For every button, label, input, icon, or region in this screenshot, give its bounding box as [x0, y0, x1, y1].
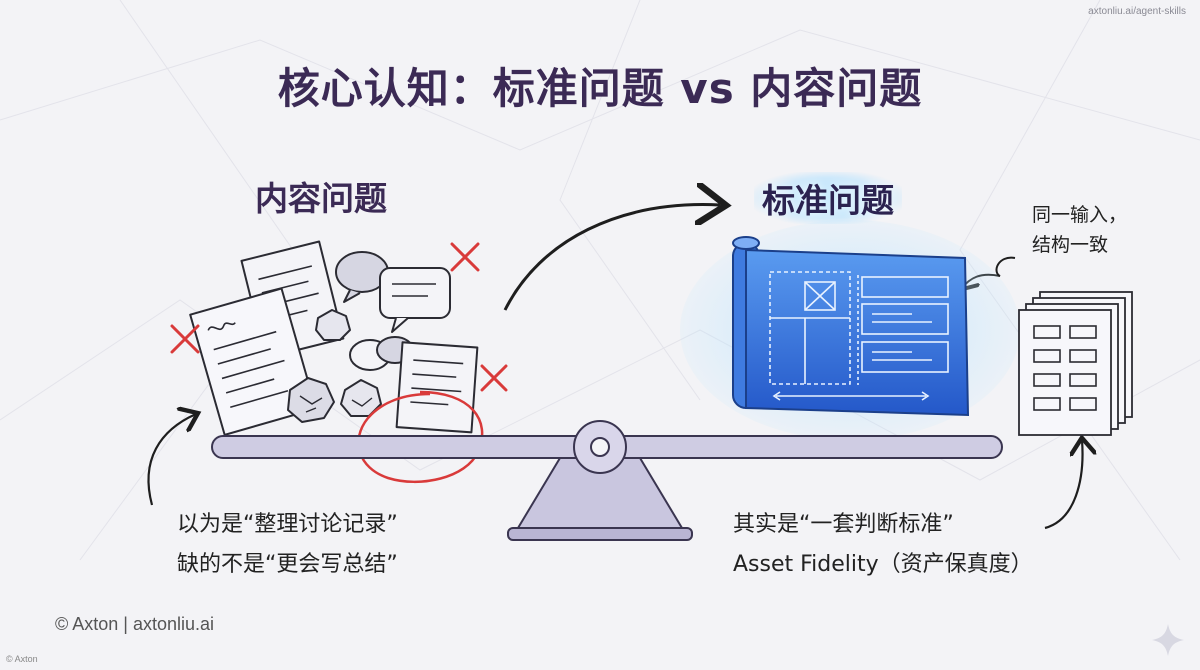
speech-bubble-icon: [335, 251, 389, 303]
speech-bubble-icon: [379, 267, 451, 333]
content-problem-heading: 内容问题: [255, 179, 387, 218]
right-caption-line: Asset Fidelity（资产保真度）: [733, 552, 1033, 577]
blueprint-icon: [732, 236, 970, 417]
right-note-line: 同一输入，: [1032, 204, 1128, 226]
red-circle-mark: [357, 390, 484, 484]
crumpled-paper-icon: [315, 309, 351, 341]
standard-problem-heading: 标准问题: [754, 172, 902, 224]
cross-mark-icon: [170, 324, 200, 354]
right-caption-line: 其实是“一套判断标准”: [733, 512, 954, 537]
left-caption-line: 缺的不是“更会写总结”: [177, 552, 398, 577]
right-note: 同一输入， 结构一致: [1032, 200, 1127, 260]
copyright-text: © Axton: [6, 654, 38, 664]
right-caption: 其实是“一套判断标准” Asset Fidelity（资产保真度）: [733, 505, 1033, 585]
arrow-icon: [503, 205, 720, 311]
crumpled-paper-icon: [287, 377, 335, 423]
arrow-icon: [147, 414, 196, 506]
document-icon: [189, 287, 317, 436]
messy-documents: [189, 240, 479, 436]
left-caption: 以为是“整理讨论记录” 缺的不是“更会写总结”: [177, 505, 398, 585]
balance-scale: [211, 420, 1003, 541]
left-caption-line: 以为是“整理讨论记录”: [177, 512, 398, 537]
cross-mark-icon: [480, 364, 508, 392]
watermark-url: axtonliu.ai/agent-skills: [1088, 6, 1186, 17]
cross-mark-icon: [450, 242, 480, 272]
page-title: 核心认知：标准问题 vs 内容问题: [277, 64, 923, 113]
document-icon: [395, 341, 479, 434]
sparkle-icon: [1152, 624, 1184, 656]
document-stack-icon: [1018, 291, 1133, 436]
right-note-line: 结构一致: [1032, 234, 1109, 256]
footer-credit: © Axton | axtonliu.ai: [55, 614, 215, 634]
arrow-icon: [1044, 440, 1083, 530]
